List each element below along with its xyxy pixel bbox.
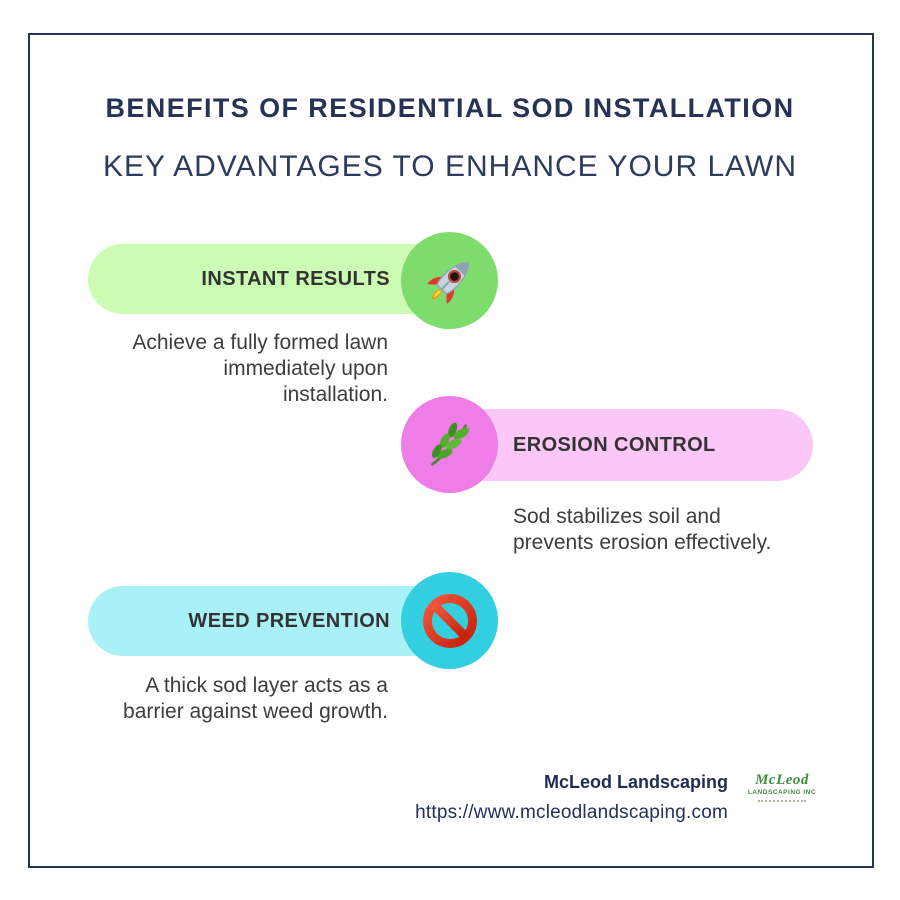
benefit-description: Sod stabilizes soil and prevents erosion… (513, 505, 772, 554)
benefit-pill-weed-prevention: WEED PREVENTION (88, 586, 456, 656)
benefit-label: INSTANT RESULTS (201, 267, 390, 290)
footer: McLeod Landscaping https://www.mcleodlan… (330, 772, 728, 824)
benefit-description: Achieve a fully formed lawn immediately … (132, 331, 388, 406)
herb-icon (422, 417, 478, 473)
logo-subtext: LANDSCAPING INC (747, 789, 817, 796)
benefit-pill-erosion-control: EROSION CONTROL (449, 409, 813, 481)
benefit-icon-circle (401, 396, 498, 493)
benefit-description: A thick sod layer acts as a barrier agai… (123, 674, 388, 723)
benefit-label: EROSION CONTROL (513, 433, 716, 456)
benefit-icon-circle (401, 232, 498, 329)
logo-tagline (758, 799, 806, 802)
rocket-icon (421, 252, 479, 310)
page-subtitle: KEY ADVANTAGES TO ENHANCE YOUR LAWN (102, 150, 798, 183)
company-name: McLeod Landscaping (543, 772, 728, 792)
page-title: BENEFITS OF RESIDENTIAL SOD INSTALLATION (105, 93, 795, 123)
benefit-pill-instant-results: INSTANT RESULTS (88, 244, 456, 314)
website-url: https://www.mcleodlandscaping.com (415, 802, 728, 823)
prohibited-icon (420, 591, 480, 651)
benefit-icon-circle (401, 572, 498, 669)
logo-wordmark: McLeod (755, 772, 809, 788)
benefit-label: WEED PREVENTION (188, 609, 390, 632)
company-logo: McLeod LANDSCAPING INC (746, 773, 818, 802)
